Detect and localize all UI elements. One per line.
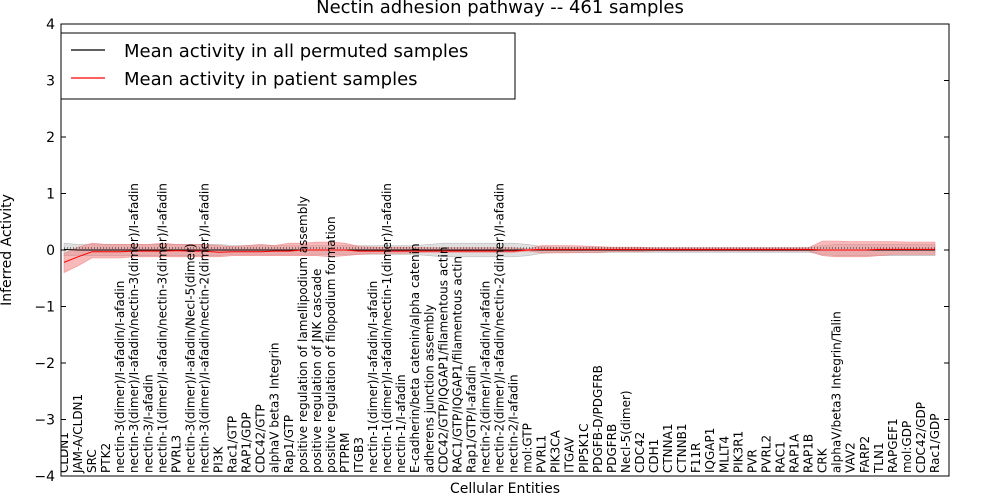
category-label: CDC42/GDP — [914, 402, 928, 473]
y-tick-label: −1 — [34, 300, 55, 316]
category-label: MLLT4 — [717, 436, 731, 473]
category-label: RAP1B — [802, 434, 816, 473]
y-tick-label: 3 — [46, 74, 55, 90]
category-label: E-cadherin/beta catenin/alpha catenin — [408, 243, 422, 473]
category-label: nectin-2(dimer)/I-afadin/I-afadin — [479, 281, 493, 473]
category-label: PIK3CA — [549, 429, 563, 473]
chart-title: Nectin adhesion pathway -- 461 samples — [316, 0, 684, 18]
legend-label-permuted: Mean activity in all permuted samples — [124, 41, 468, 62]
y-tick-label: 2 — [46, 130, 55, 146]
category-label: mol:GDP — [900, 421, 914, 473]
category-label: mol:GTP — [521, 423, 535, 473]
category-label: ITGB3 — [352, 437, 366, 473]
category-label: nectin-3(dimer)/I-afadin/nectin-3(dimer)… — [127, 183, 141, 473]
category-label: CDH1 — [647, 439, 661, 473]
category-label: CRK — [816, 447, 830, 473]
category-label: CDC42 — [633, 432, 647, 473]
category-label: PTK2 — [99, 443, 113, 473]
y-tick-label: 0 — [46, 243, 55, 259]
category-label: CDC42/GTP — [254, 404, 268, 473]
category-label: alphaV/beta3 Integrin/Talin — [830, 311, 844, 473]
y-tick-label: 4 — [46, 17, 55, 33]
category-label: Rap1/GTP — [282, 415, 296, 473]
category-label: nectin-2/I-afadin — [507, 374, 521, 473]
legend-box — [60, 32, 516, 100]
category-label: ITGAV — [563, 436, 577, 473]
category-label: nectin-1/I-afadin — [394, 374, 408, 473]
category-label: Rac1/GTP — [226, 416, 240, 473]
category-label: nectin-1(dimer)/I-afadin/nectin-1(dimer)… — [380, 183, 394, 473]
y-tick-label: −2 — [34, 356, 55, 372]
legend-label-patient: Mean activity in patient samples — [124, 69, 418, 90]
y-tick-label: −4 — [34, 469, 55, 485]
category-label: JAM-A/CLDN1 — [71, 394, 85, 474]
category-label: nectin-3(dimer)/I-afadin/Necl-5(dimer) — [183, 243, 197, 473]
category-label: nectin-1(dimer)/I-afadin/nectin-3(dimer)… — [155, 183, 169, 473]
category-label: PIP5K1C — [577, 423, 591, 473]
category-label: positive regulation of filopodium format… — [324, 216, 338, 473]
category-label: nectin-1(dimer)/I-afadin/I-afadin — [366, 281, 380, 473]
category-label: SRC — [85, 449, 99, 473]
category-label: RAPGEF1 — [886, 418, 900, 473]
category-label: F11R — [689, 443, 703, 474]
category-label: Rac1/GDP — [928, 414, 942, 473]
category-label: TLN1 — [872, 442, 886, 474]
category-label: PVR — [745, 449, 759, 473]
category-label: PVRL1 — [535, 435, 549, 473]
category-label: CTNNB1 — [675, 423, 689, 473]
category-label: Necl-5(dimer) — [619, 390, 633, 473]
y-tick-label: 1 — [46, 187, 55, 203]
series-lines — [63, 247, 935, 263]
category-label: CLDN1 — [57, 432, 71, 473]
category-label: PVRL2 — [759, 435, 773, 473]
category-label: nectin-3/I-afadin — [141, 374, 155, 473]
legend: Mean activity in all permuted samples Me… — [60, 32, 516, 100]
category-label: RAP1/GDP — [240, 412, 254, 473]
series-line-patient — [63, 248, 935, 263]
category-label: PI3K — [212, 446, 226, 473]
category-label: RAC1 — [774, 441, 788, 473]
category-label: FARP2 — [858, 436, 872, 473]
category-label: adherens junction assembly — [422, 304, 436, 473]
category-label: CDC42/GTP/IQGAP1/filamentous actin — [436, 247, 450, 473]
category-label: nectin-3(dimer)/I-afadin/nectin-2(dimer)… — [198, 183, 212, 473]
x-axis-label: Cellular Entities — [450, 481, 560, 497]
category-label: Rap1/GTP/I-afadin — [464, 365, 478, 473]
category-label: PDGFRB — [605, 424, 619, 473]
y-axis-ticks: 4 3 2 1 0 −1 −2 −3 −4 — [34, 17, 949, 485]
category-label: PDGFB-D/PDGFRB — [591, 365, 605, 473]
y-axis-label: Inferred Activity — [0, 194, 15, 306]
category-label: positive regulation of lamellipodium ass… — [296, 196, 310, 473]
category-label: CTNNA1 — [661, 424, 675, 474]
category-label: PVRL3 — [169, 435, 183, 473]
category-label: nectin-3(dimer)/I-afadin/I-afadin — [113, 281, 127, 473]
category-label: PIK3R1 — [731, 431, 745, 473]
category-label: RAC1/GTP/IQGAP1/filamentous actin — [450, 256, 464, 473]
category-label: IQGAP1 — [703, 428, 717, 473]
category-label: positive regulation of JNK cascade — [310, 269, 324, 473]
category-label: nectin-2(dimer)/I-afadin/nectin-2(dimer)… — [493, 183, 507, 473]
category-label: alphaV beta3 Integrin — [268, 342, 282, 473]
category-label: PTPRM — [338, 433, 352, 474]
category-label: VAV2 — [844, 442, 858, 473]
category-label: RAP1A — [788, 433, 802, 473]
y-tick-label: −3 — [34, 413, 55, 429]
series-line-permuted — [63, 248, 935, 251]
